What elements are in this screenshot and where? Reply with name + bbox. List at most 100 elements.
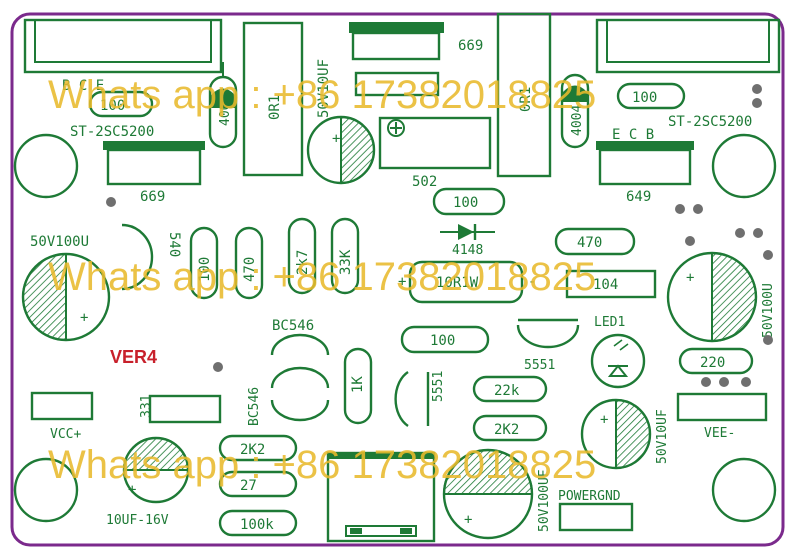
svg-text:4148: 4148 — [452, 243, 483, 258]
svg-text:50V100U: 50V100U — [761, 283, 776, 338]
svg-text:0R1: 0R1 — [518, 87, 534, 112]
led1: LED1 — [590, 315, 646, 389]
transistor-5551-side: 5551 — [394, 371, 446, 428]
svg-text:POWERGND: POWERGND — [558, 489, 621, 504]
svg-text:-: - — [528, 274, 536, 290]
svg-text:2K2: 2K2 — [494, 422, 519, 438]
svg-text:50V10UF: 50V10UF — [316, 59, 332, 118]
svg-text:+: + — [398, 274, 406, 290]
via-pads — [106, 84, 773, 387]
svg-text:1K: 1K — [350, 376, 366, 393]
resistor-0r1-right: 0R1 — [496, 12, 552, 178]
svg-text:4004: 4004 — [218, 95, 233, 126]
resistor-100-mid: 100 — [400, 325, 490, 354]
svg-text:BC546: BC546 — [247, 387, 262, 426]
svg-text:10UF-16V: 10UF-16V — [106, 513, 169, 528]
transistor-2sc5200-left: B C E ST-2SC5200 — [23, 18, 223, 140]
svg-text:50V100U: 50V100U — [30, 234, 89, 250]
resistor-100-vertical: 100 — [189, 226, 219, 300]
svg-text:33K: 33K — [338, 249, 354, 275]
svg-text:5551: 5551 — [431, 371, 446, 402]
resistor-2k2-left: 2K2 — [218, 434, 298, 462]
resistor-22k: 22k — [472, 375, 548, 403]
terminal-vcc: VCC+ — [30, 391, 94, 442]
svg-text:VCC+: VCC+ — [50, 427, 81, 442]
transistor-bc546-top: BC546 — [270, 318, 330, 356]
resistor-0r1-left: 0R1 — [242, 21, 304, 177]
svg-text:100k: 100k — [240, 517, 274, 533]
svg-text:100: 100 — [197, 257, 213, 282]
svg-text:VEE-: VEE- — [704, 426, 735, 441]
transistor-pins-left: B C E — [62, 78, 104, 94]
transistor-pins-right: E C B — [612, 127, 654, 143]
svg-text:+: + — [686, 270, 694, 286]
transistor-label-right: ST-2SC5200 — [668, 114, 752, 130]
diode-4148: 4148 — [440, 224, 495, 258]
transistor-540: 540 — [121, 223, 182, 291]
svg-text:+: + — [80, 310, 88, 326]
resistor-470-vertical: 470 — [234, 226, 264, 300]
mounting-holes — [13, 133, 777, 523]
diode-4004-left: 4004 — [208, 62, 238, 149]
resistor-100-left: 100 — [88, 90, 154, 118]
resistor-220: 220 — [678, 347, 754, 375]
svg-text:BC546: BC546 — [272, 318, 314, 334]
resistor-2k2-right: 2K2 — [472, 414, 548, 442]
transistor-label-left: ST-2SC5200 — [70, 124, 154, 140]
svg-text:2K2: 2K2 — [240, 442, 265, 458]
svg-text:LED1: LED1 — [594, 315, 625, 330]
svg-text:502: 502 — [412, 174, 437, 190]
svg-text:5551: 5551 — [524, 358, 555, 373]
watermark-top: Whats app : +86 17382018825 — [48, 73, 596, 117]
transistor-bc546-bottom: BC546 — [247, 366, 330, 426]
resistor-10r1w: 10R1W + - — [398, 260, 536, 304]
watermark-overlay: Whats app : +86 17382018825 Whats app : … — [48, 73, 596, 487]
svg-text:470: 470 — [242, 257, 258, 282]
svg-text:+: + — [464, 512, 472, 528]
resistor-1k: 1K — [343, 347, 373, 425]
resistor-100k: 100k — [218, 509, 298, 537]
svg-text:+: + — [600, 412, 608, 428]
svg-text:669: 669 — [458, 38, 483, 54]
watermark-bottom: Whats app : +86 17382018825 — [48, 443, 596, 487]
resistor-100-center: 100 — [432, 187, 506, 216]
capacitor-104: 104 — [565, 269, 657, 299]
terminal-vee: VEE- — [676, 392, 768, 441]
watermark-middle: Whats app : +86 17382018825 — [48, 255, 596, 299]
svg-text:4004: 4004 — [570, 105, 585, 136]
resistor-470-right: 470 — [554, 227, 636, 256]
svg-text:0R1: 0R1 — [267, 95, 283, 120]
diode-4004-right: 4004 — [560, 73, 590, 149]
svg-text:100: 100 — [453, 195, 478, 211]
svg-text:669: 669 — [140, 189, 165, 205]
svg-text:2k7: 2k7 — [295, 250, 311, 275]
svg-text:100: 100 — [100, 98, 125, 114]
resistor-33k: 33K — [330, 217, 360, 295]
svg-text:22k: 22k — [494, 383, 520, 399]
capacitor-10uf-16v: + 10UF-16V — [106, 436, 190, 528]
resistor-100-right: 100 — [616, 82, 686, 110]
resistor-small-top — [354, 71, 440, 97]
capacitor-50v10uf-top: + 50V10UF — [306, 59, 376, 185]
svg-text:100: 100 — [430, 333, 455, 349]
trimmer-block-bottom — [326, 451, 436, 543]
svg-text:27: 27 — [240, 478, 257, 494]
svg-text:+: + — [128, 482, 136, 498]
capacitor-50v100uf-bottom: + 50V100UF — [442, 448, 552, 540]
terminal-powergnd: POWERGND — [558, 489, 634, 532]
resistor-27: 27 — [218, 470, 298, 498]
svg-text:470: 470 — [577, 235, 602, 251]
svg-text:100: 100 — [632, 90, 657, 106]
capacitor-50v100u-right: + 50V100U — [666, 251, 776, 343]
resistor-331: 331 — [139, 395, 222, 424]
svg-text:649: 649 — [626, 189, 651, 205]
svg-text:10R1W: 10R1W — [436, 275, 479, 291]
svg-text:50V100UF: 50V100UF — [537, 469, 552, 532]
resistor-649-right: 649 — [596, 141, 694, 205]
capacitor-50v100u-left: + 50V100U — [21, 234, 111, 342]
transistor-2sc5200-right: E C B ST-2SC5200 — [595, 18, 781, 143]
svg-text:104: 104 — [593, 277, 618, 293]
transistor-5551-top: 5551 — [516, 318, 580, 373]
resistor-669-top: 669 — [349, 22, 483, 61]
